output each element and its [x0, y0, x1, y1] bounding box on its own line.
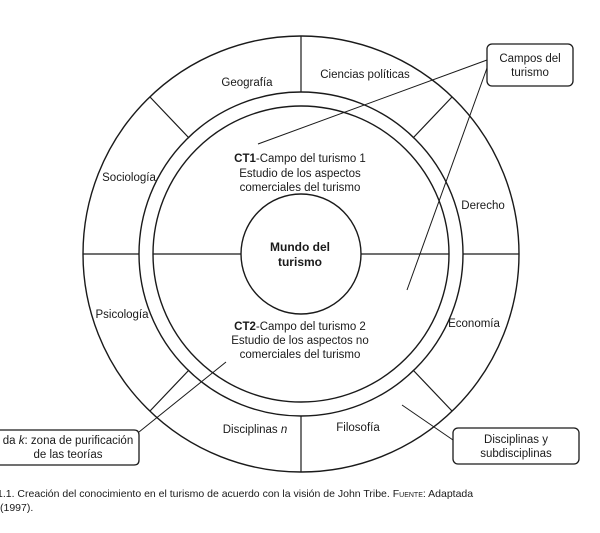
figure-caption: 1.1. Creación del conocimiento en el tur… [0, 488, 473, 514]
callout-banda-line2: de las teorías [33, 449, 102, 461]
label-derecho: Derecho [461, 200, 504, 212]
label-disciplinas-n: Disciplinas n [223, 424, 288, 436]
core-line1: Mundo del [270, 240, 330, 254]
outer-ring [82, 35, 520, 473]
ct2-text: CT2-Campo del turismo 2 Estudio de los a… [231, 321, 368, 361]
ct1-text: CT1-Campo del turismo 1 Estudio de los a… [234, 153, 366, 194]
callout-banda-line1: da k: zona de purificación [3, 435, 133, 447]
callout-disciplinas: Disciplinas y subdisciplinas [401, 404, 580, 465]
label-ciencias-politicas: Ciencias políticas [320, 69, 410, 81]
ct1-line2: Estudio de los aspectos [239, 168, 361, 180]
pointer-campos-ct1 [257, 59, 488, 145]
pointer-banda [138, 361, 227, 433]
core-circle [240, 193, 362, 315]
caption-line2: (1997). [0, 502, 33, 514]
ct2-line3: comerciales del turismo [240, 349, 361, 361]
pointer-campos-ct2 [406, 67, 488, 291]
callout-banda-k: da k: zona de purificación de las teoría… [0, 361, 227, 466]
rings [82, 35, 520, 473]
callout-banda-box [0, 429, 140, 466]
callout-campos: Campos del turismo [257, 43, 574, 291]
callout-disciplinas-line1: Disciplinas y [484, 434, 548, 446]
label-filosofia: Filosofía [336, 422, 380, 434]
core-line2: turismo [278, 255, 322, 269]
pointer-disciplinas [401, 404, 454, 441]
callout-disciplinas-line2: subdisciplinas [480, 448, 552, 460]
label-economia: Economía [448, 318, 500, 330]
label-geografia: Geografía [221, 77, 273, 89]
divider-upper-right [412, 96, 453, 139]
caption-line1: 1.1. Creación del conocimiento en el tur… [0, 488, 473, 500]
callout-disciplinas-box [452, 427, 580, 465]
core-text: Mundo del turismo [270, 240, 330, 269]
discipline-dividers [83, 36, 519, 472]
divider-lower-left [149, 369, 190, 412]
callout-campos-line2: turismo [511, 67, 549, 79]
discipline-labels: Geografía Ciencias políticas Sociología … [95, 69, 504, 436]
ct2-title: CT2-Campo del turismo 2 [234, 321, 366, 333]
divider-lower-right [412, 369, 453, 412]
ct1-line3: comerciales del turismo [240, 182, 361, 194]
callout-campos-line1: Campos del [499, 53, 560, 65]
label-sociologia: Sociología [102, 172, 156, 184]
divider-upper-left [149, 96, 190, 139]
ct1-title: CT1-Campo del turismo 1 [234, 153, 366, 165]
label-psicologia: Psicología [95, 309, 149, 321]
callout-campos-box [486, 43, 574, 87]
ct2-line2: Estudio de los aspectos no [231, 335, 368, 347]
